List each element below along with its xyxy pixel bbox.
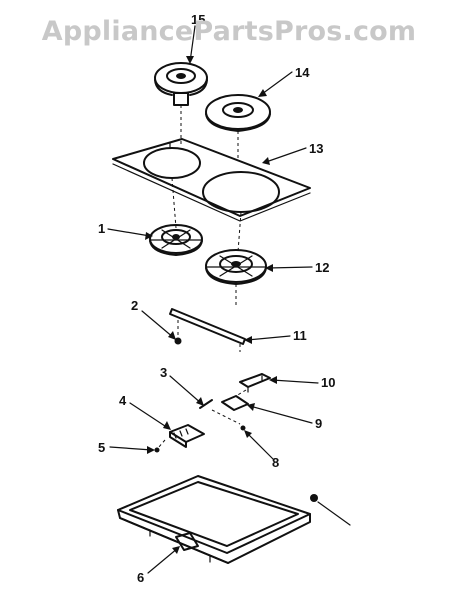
leader-lines xyxy=(107,25,319,574)
part-4-terminal-block xyxy=(157,424,205,449)
callout-15: 15 xyxy=(191,12,205,27)
callout-2: 2 xyxy=(131,298,138,313)
callout-10: 10 xyxy=(321,375,335,390)
part-1-burner-pan xyxy=(149,224,203,256)
tray-mounting-screw xyxy=(310,494,351,526)
watermark: AppliancePartsPros.com xyxy=(41,16,417,47)
part-10-clip xyxy=(235,373,271,397)
callout-6: 6 xyxy=(137,570,144,585)
part-12-burner-pan xyxy=(205,249,267,305)
part-3-pin xyxy=(199,399,241,425)
callout-13: 13 xyxy=(309,141,323,156)
callout-9: 9 xyxy=(315,416,322,431)
part-2-screw xyxy=(174,337,182,345)
part-11-bracket-strip xyxy=(169,308,246,352)
callout-12: 12 xyxy=(315,260,329,275)
part-14-large-element xyxy=(205,94,271,160)
part-8-screw xyxy=(240,425,246,431)
callout-8: 8 xyxy=(272,455,279,470)
callout-11: 11 xyxy=(293,328,307,343)
part-6-drip-tray xyxy=(117,475,311,564)
callout-4: 4 xyxy=(119,393,127,408)
part-9-block xyxy=(221,395,249,411)
part-15-small-element xyxy=(154,62,208,145)
callout-5: 5 xyxy=(98,440,105,455)
callout-labels: 15 14 13 1 12 2 11 3 10 4 9 5 8 6 xyxy=(98,12,335,585)
part-13-cooktop-frame xyxy=(112,138,311,253)
part-5-screw xyxy=(154,447,160,453)
callout-1: 1 xyxy=(98,221,105,236)
callout-14: 14 xyxy=(295,65,310,80)
callout-3: 3 xyxy=(160,365,167,380)
